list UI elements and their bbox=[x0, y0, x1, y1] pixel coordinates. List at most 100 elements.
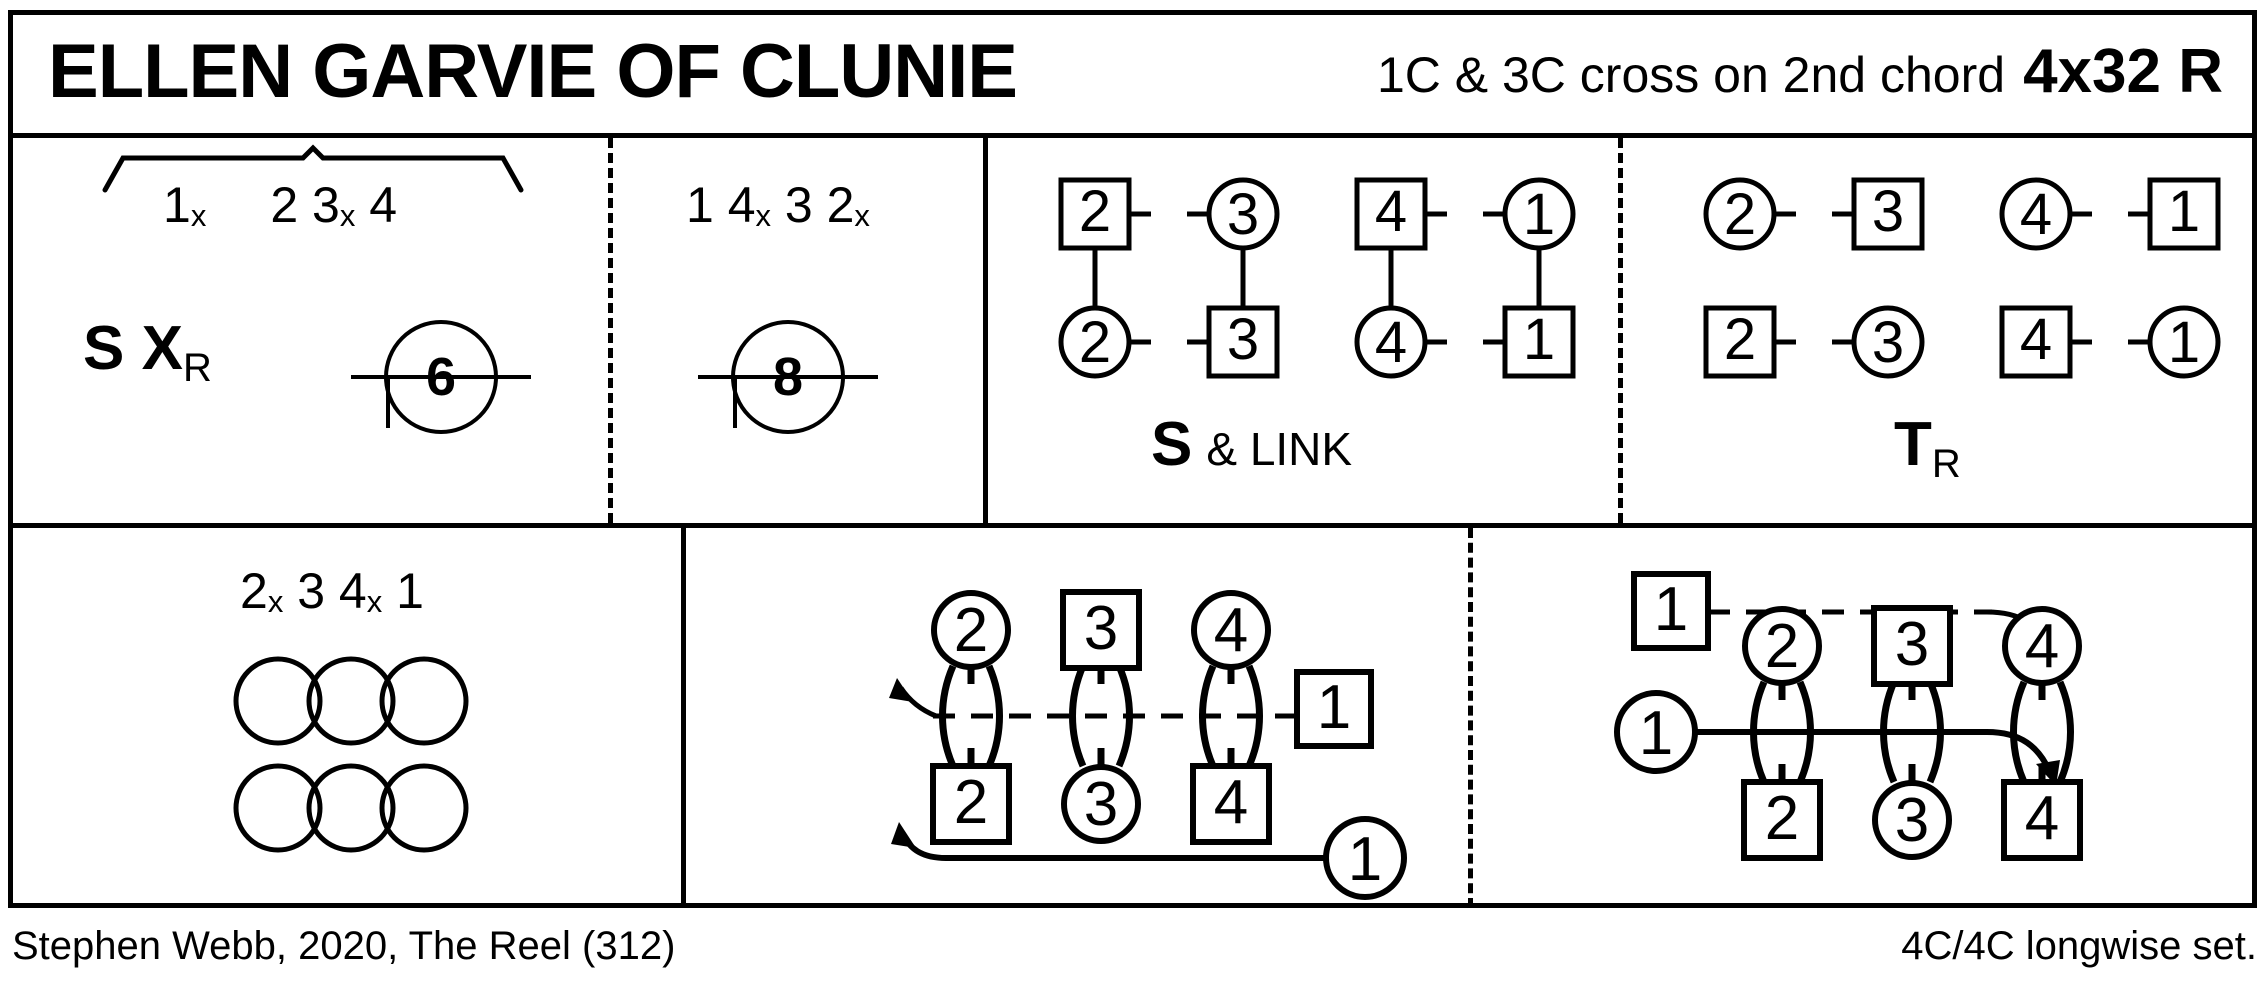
cell5-positions: 2x 3 4x 1 bbox=[240, 563, 424, 619]
svg-text:3: 3 bbox=[1895, 610, 1929, 679]
travel-path-solid: 1 bbox=[1614, 690, 2060, 786]
cell1-pos-1-x: x bbox=[190, 198, 207, 233]
cell2-positions: 1 4x 3 2x bbox=[686, 177, 870, 233]
dancer-1-circle bbox=[1323, 816, 1407, 900]
cell4-figure-label: TR bbox=[1894, 414, 1961, 485]
empty-circle bbox=[379, 763, 469, 853]
svg-text:2: 2 bbox=[1079, 310, 1111, 375]
svg-text:2: 2 bbox=[954, 768, 988, 837]
cell3-figure-small: & LINK bbox=[1206, 423, 1353, 475]
svg-text:4: 4 bbox=[1375, 310, 1407, 375]
svg-text:4: 4 bbox=[2025, 784, 2059, 853]
set-pair-4: 4 4 bbox=[1190, 590, 1272, 845]
cell4-figure-sub: R bbox=[1931, 442, 1961, 486]
cell1-bars-count: 6 bbox=[425, 347, 457, 407]
footer-credit: Stephen Webb, 2020, The Reel (312) bbox=[12, 923, 676, 968]
bars-and-tempo: 4x32 R bbox=[2023, 36, 2223, 106]
dancer-1-square bbox=[1294, 669, 1374, 749]
svg-text:1: 1 bbox=[1317, 673, 1351, 742]
cell-4: 2 3 4 1 2 bbox=[1618, 138, 2257, 523]
svg-text:3: 3 bbox=[1227, 307, 1259, 372]
svg-text:2: 2 bbox=[1079, 179, 1111, 244]
cell2-pos-32: 3 2 bbox=[771, 177, 855, 233]
travel-path-solid: 1 bbox=[891, 816, 1407, 900]
svg-text:1: 1 bbox=[1654, 575, 1688, 644]
cell-6: 2 2 3 3 bbox=[681, 528, 1468, 908]
cell1-bars-roundel: 6 bbox=[346, 312, 536, 442]
svg-text:3: 3 bbox=[1084, 770, 1118, 839]
svg-text:1: 1 bbox=[1348, 825, 1382, 894]
svg-text:4: 4 bbox=[1214, 596, 1248, 665]
cell5-pos-1: 1 bbox=[382, 563, 424, 619]
divider-dashed-3 bbox=[1468, 528, 1473, 908]
divider-dashed-1 bbox=[608, 138, 613, 523]
svg-text:3: 3 bbox=[1084, 594, 1118, 663]
svg-text:2: 2 bbox=[1765, 612, 1799, 681]
cell3-figure-label: S& LINK bbox=[1151, 414, 1352, 476]
cell5-pos-34: 3 4 bbox=[283, 563, 367, 619]
empty-circle bbox=[233, 763, 323, 853]
cell6-figure: 2 2 3 3 bbox=[731, 548, 1451, 900]
svg-text:4: 4 bbox=[1214, 768, 1248, 837]
travel-path-dashed: 1 bbox=[1631, 571, 2058, 662]
svg-text:2: 2 bbox=[954, 596, 988, 665]
cell1-figure-sub: R bbox=[182, 346, 212, 390]
svg-text:2: 2 bbox=[1724, 182, 1756, 247]
svg-text:3: 3 bbox=[1872, 179, 1904, 244]
set-pair-3: 3 3 bbox=[1871, 605, 1953, 860]
svg-text:4: 4 bbox=[2020, 182, 2052, 247]
cell1-figure-main: S X bbox=[83, 314, 183, 383]
travel-path-dashed: 1 bbox=[889, 669, 1374, 749]
cell5-empty-circle-grid bbox=[233, 656, 469, 856]
cell4-figure-main: T bbox=[1894, 410, 1932, 479]
set-pair-4: 4 4 bbox=[2001, 606, 2083, 861]
cell2-pos-14: 1 4 bbox=[686, 177, 756, 233]
divider-dashed-2 bbox=[1618, 138, 1623, 523]
diagram-outer-frame bbox=[8, 10, 2257, 908]
cell2-bars-count: 8 bbox=[772, 347, 804, 407]
dancer-1-square bbox=[1631, 571, 1711, 651]
svg-text:1: 1 bbox=[1523, 307, 1555, 372]
cell3-dancer-grid: 2 3 4 1 2 bbox=[1033, 158, 1593, 398]
cell2-pos-2-x: x bbox=[854, 198, 870, 233]
empty-circle bbox=[306, 656, 396, 746]
svg-text:3: 3 bbox=[1872, 310, 1904, 375]
svg-text:2: 2 bbox=[1724, 307, 1756, 372]
cell1-pos-3-x: x bbox=[339, 198, 356, 233]
svg-text:4: 4 bbox=[1375, 179, 1407, 244]
svg-text:1: 1 bbox=[1523, 182, 1555, 247]
cell1-pos-4: 4 bbox=[355, 177, 398, 233]
empty-circle bbox=[306, 763, 396, 853]
cell5-pos-2: 2 bbox=[240, 563, 268, 619]
svg-text:4: 4 bbox=[2025, 612, 2059, 681]
cell1-figure-label: S XR bbox=[83, 318, 212, 389]
empty-circle bbox=[379, 656, 469, 746]
cell-2: 1 4x 3 2x 8 bbox=[608, 138, 983, 523]
diagram-row-2: 2x 3 4x 1 bbox=[8, 528, 2257, 908]
cell1-pos-23: 2 3 bbox=[270, 177, 340, 233]
set-pair-3: 3 3 bbox=[1060, 589, 1142, 844]
svg-text:4: 4 bbox=[2020, 307, 2052, 372]
header-meta: 1C & 3C cross on 2nd chord 4x32 R bbox=[1377, 36, 2223, 106]
header-bar: ELLEN GARVIE OF CLUNIE 1C & 3C cross on … bbox=[8, 10, 2257, 138]
brace-shape bbox=[102, 144, 524, 193]
svg-text:1: 1 bbox=[1639, 699, 1673, 768]
footer-bar: Stephen Webb, 2020, The Reel (312) 4C/4C… bbox=[0, 916, 2267, 976]
svg-text:3: 3 bbox=[1227, 182, 1259, 247]
svg-text:1: 1 bbox=[2168, 310, 2200, 375]
cell5-pos-4-x: x bbox=[366, 584, 383, 619]
cell2-bars-roundel: 8 bbox=[693, 312, 883, 442]
set-pair-2: 2 2 bbox=[930, 590, 1012, 845]
cell2-pos-4-x: x bbox=[755, 198, 772, 233]
cell-7: 1 1 bbox=[1468, 528, 2257, 908]
cell1-pos-1: 1 bbox=[163, 177, 191, 233]
cell3-figure-main: S bbox=[1151, 410, 1193, 479]
cell5-pos-2-x: x bbox=[267, 584, 284, 619]
cell-5: 2x 3 4x 1 bbox=[8, 528, 681, 908]
svg-text:2: 2 bbox=[1765, 784, 1799, 853]
footer-set-type: 4C/4C longwise set. bbox=[1901, 923, 2257, 968]
svg-text:3: 3 bbox=[1895, 786, 1929, 855]
